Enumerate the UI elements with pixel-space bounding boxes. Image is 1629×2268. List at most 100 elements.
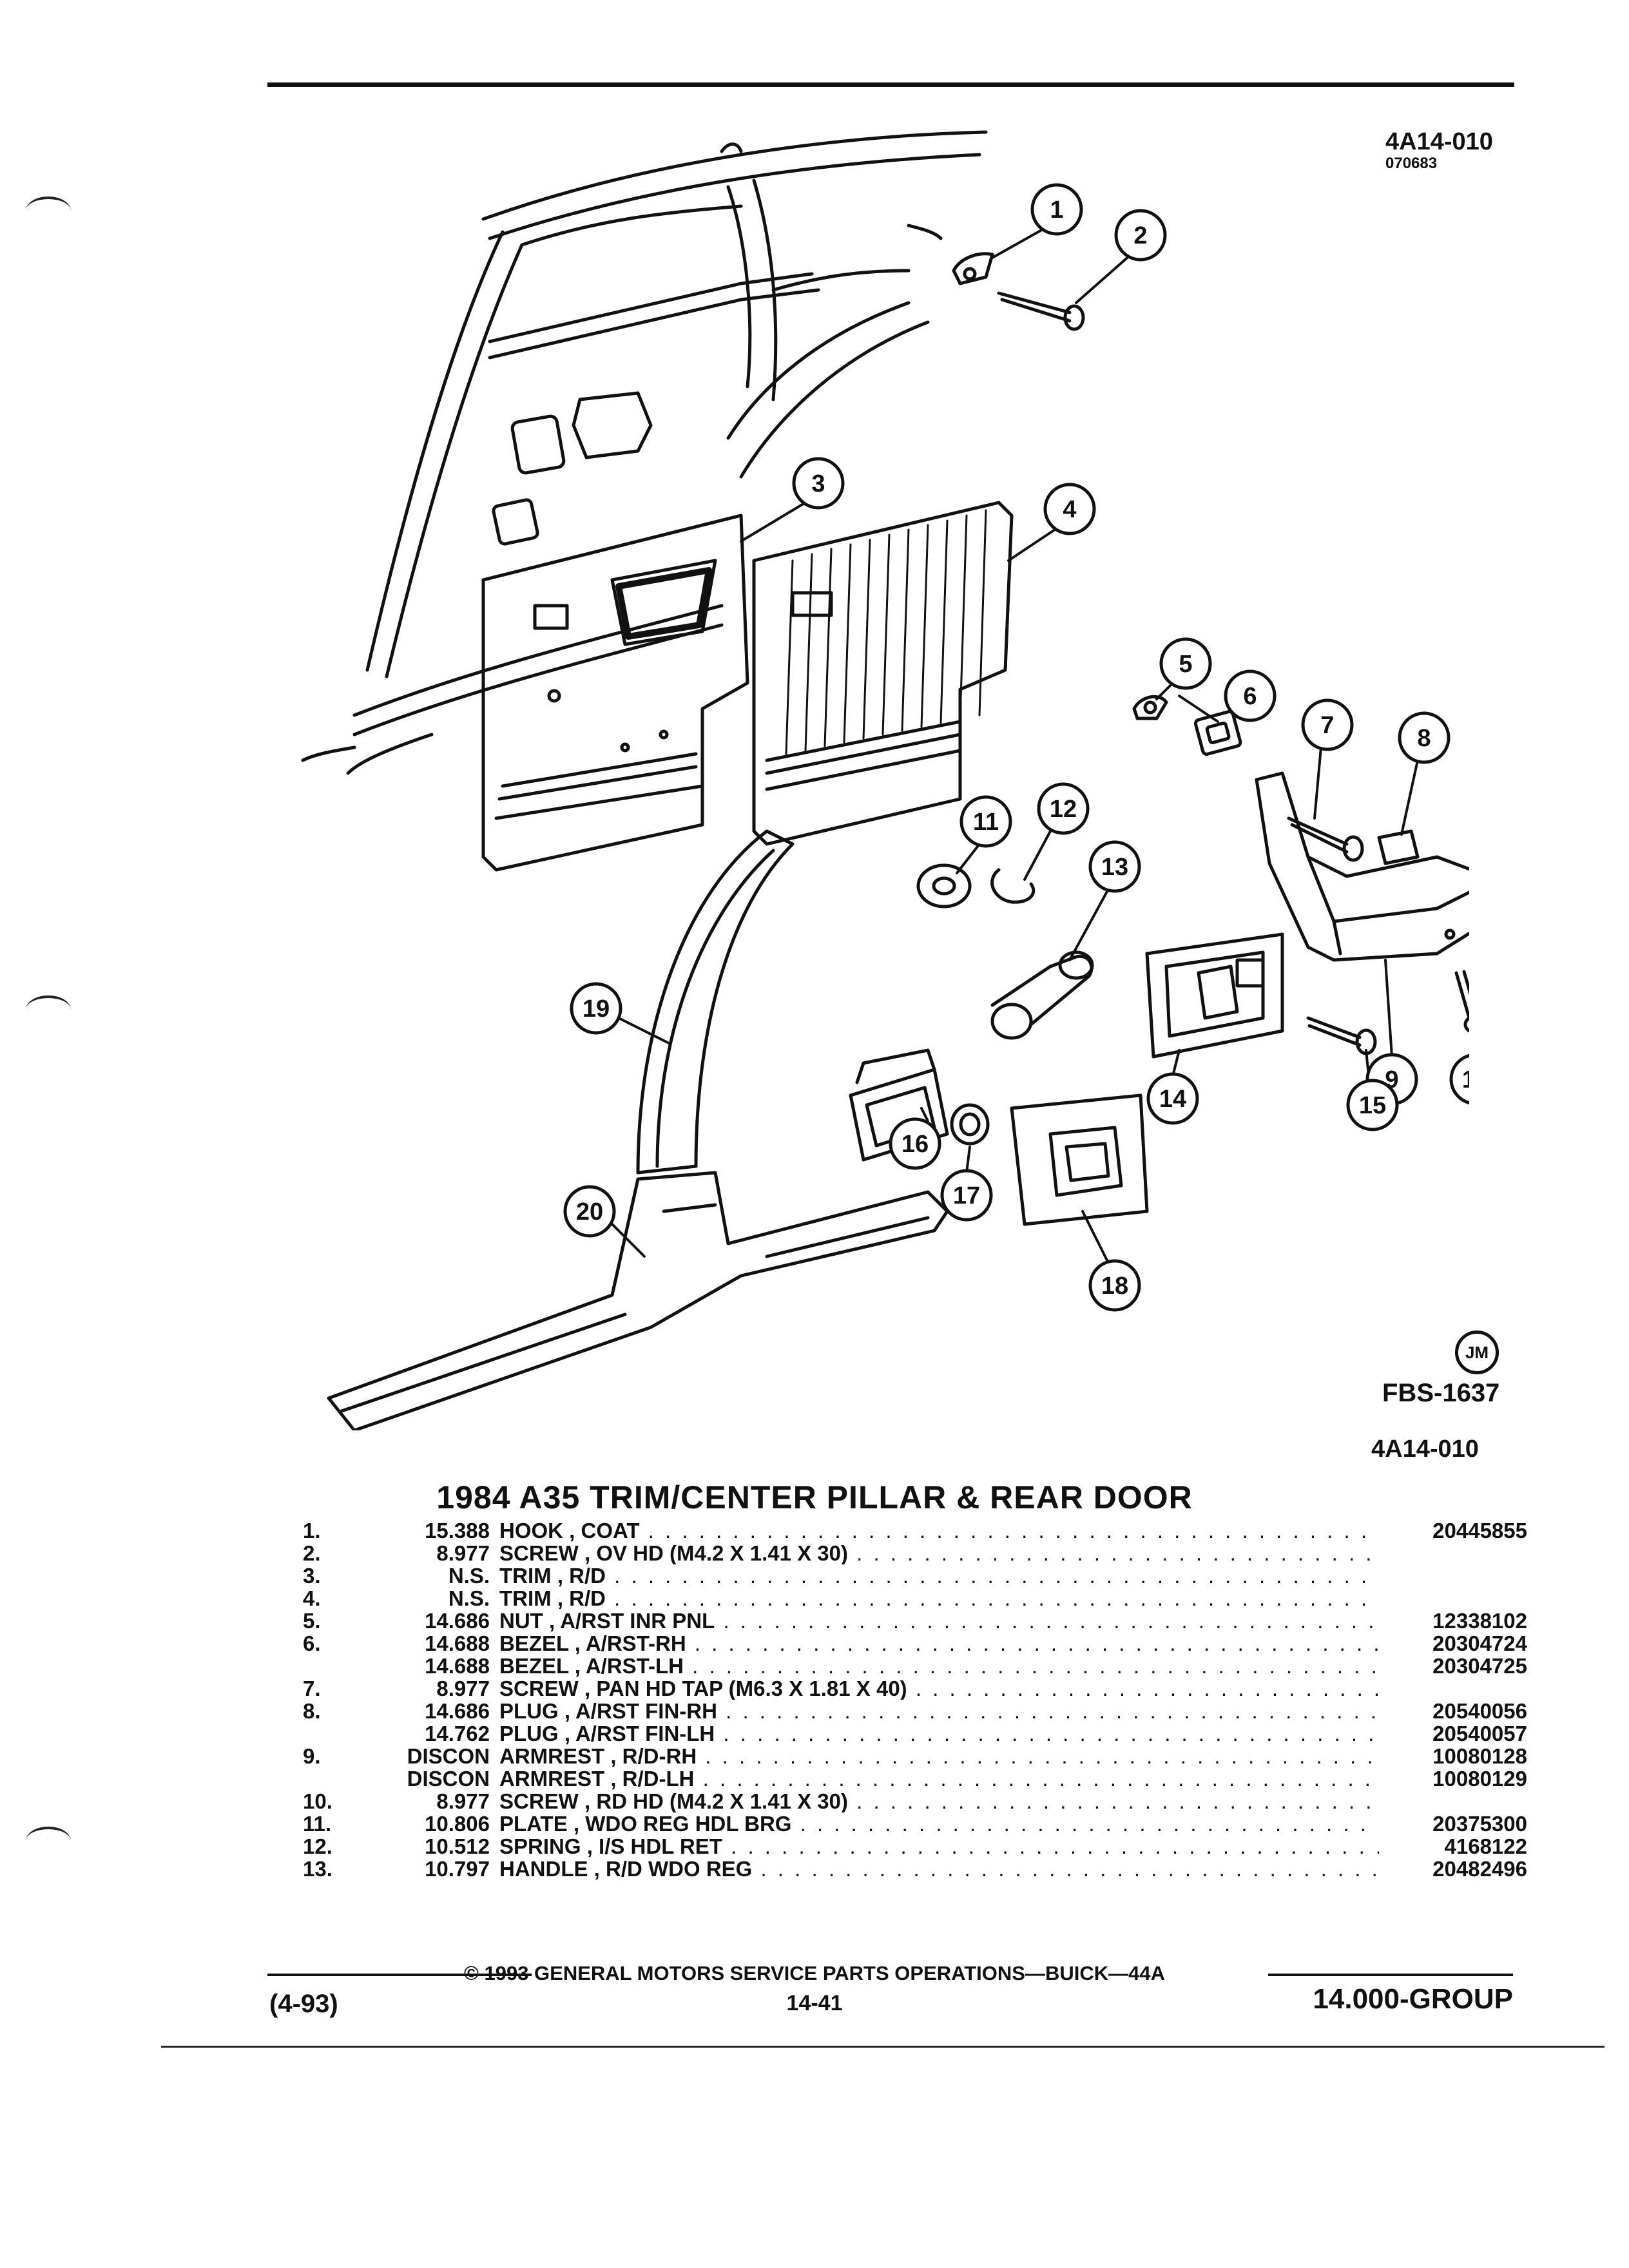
part-description-text: SCREW , RD HD (M4.2 X 1.41 X 30) xyxy=(499,1790,848,1812)
leader-dots: . . . . . . . . . . . . . . . . . . . . … xyxy=(723,1722,1379,1745)
part-description: PLATE , WDO REG HDL BRG . . . . . . . . … xyxy=(499,1812,1379,1835)
group-number: 14.688 xyxy=(425,1654,490,1678)
parts-row: 4. N.S. TRIM , R/D . . . . . . . . . . . .… xyxy=(303,1587,1527,1610)
svg-text:8: 8 xyxy=(1417,725,1431,752)
part-description: NUT , A/RST INR PNL . . . . . . . . . . … xyxy=(499,1610,1379,1632)
leader-dots: . . . . . . . . . . . . . . . . . . . . … xyxy=(614,1587,1379,1610)
scan-mark-1 xyxy=(26,197,71,225)
part-catalog-number: 10080129 xyxy=(1432,1767,1527,1791)
callout-19: 19 xyxy=(570,982,622,1035)
group-number: 14.762 xyxy=(425,1722,490,1745)
part-description-text: PLUG , A/RST FIN-LH xyxy=(499,1722,715,1745)
ref-code: 4A14-010 xyxy=(1385,128,1493,155)
part-description: ARMREST , R/D-LH . . . . . . . . . . . .… xyxy=(499,1767,1379,1790)
callouts: 1 2 3 4 5 6 7 8 9 10 11 12 13 14 15 16 1… xyxy=(563,183,1502,1312)
callout-15: 15 xyxy=(1346,1079,1399,1131)
part-grommet-17 xyxy=(950,1103,990,1146)
callout-7: 7 xyxy=(1301,698,1354,751)
part-description: PLUG , A/RST FIN-LH . . . . . . . . . . … xyxy=(499,1722,1379,1745)
part-description-text: BEZEL , A/RST-LH xyxy=(499,1655,684,1677)
part-description-text: SCREW , PAN HD TAP (M6.3 X 1.81 X 40) xyxy=(499,1677,907,1700)
body-shell xyxy=(301,130,988,775)
footer-rule-left xyxy=(267,1974,532,1976)
leader-dots: . . . . . . . . . . . . . . . . . . . . … xyxy=(705,1745,1379,1767)
part-catalog-number: 10080128 xyxy=(1432,1744,1527,1768)
callout-17: 17 xyxy=(940,1169,993,1222)
page-number: 14-41 xyxy=(786,1991,843,2015)
svg-text:20: 20 xyxy=(576,1198,603,1225)
leader-dots: . . . . . . . . . . . . . . . . . . . . … xyxy=(856,1790,1379,1812)
part-sill-20 xyxy=(327,1171,949,1432)
part-bezel-6 xyxy=(1193,710,1242,756)
ref-code-bottom: 4A14-010 xyxy=(1371,1436,1479,1463)
part-number: 9. xyxy=(303,1744,321,1768)
part-number: 13. xyxy=(303,1857,333,1881)
svg-text:11: 11 xyxy=(973,809,999,836)
scan-mark-3 xyxy=(26,1827,71,1855)
group-number: 8.977 xyxy=(436,1677,490,1700)
callout-13: 13 xyxy=(1088,840,1141,893)
svg-text:16: 16 xyxy=(901,1131,929,1158)
part-description: BEZEL , A/RST-RH . . . . . . . . . . . .… xyxy=(499,1632,1379,1655)
part-description-text: SPRING , I/S HDL RET xyxy=(499,1835,722,1858)
part-description-text: NUT , A/RST INR PNL xyxy=(499,1610,715,1632)
part-description: SPRING , I/S HDL RET . . . . . . . . . .… xyxy=(499,1835,1379,1858)
leader-dots: . . . . . . . . . . . . . . . . . . . . … xyxy=(760,1858,1379,1880)
part-spring-12 xyxy=(990,868,1036,904)
scan-line xyxy=(161,2046,1605,2048)
part-description-text: TRIM , R/D xyxy=(499,1587,606,1610)
part-description: SCREW , PAN HD TAP (M6.3 X 1.81 X 40) . … xyxy=(499,1677,1379,1700)
svg-text:15: 15 xyxy=(1359,1092,1386,1119)
part-screw-2 xyxy=(997,291,1085,331)
leader-dots: . . . . . . . . . . . . . . . . . . . . … xyxy=(731,1835,1379,1858)
part-description-text: PLATE , WDO REG HDL BRG xyxy=(499,1812,792,1835)
group-number: 14.686 xyxy=(425,1699,490,1723)
group-number: N.S. xyxy=(448,1586,490,1610)
part-description: HANDLE , R/D WDO REG . . . . . . . . . .… xyxy=(499,1858,1379,1880)
part-number: 2. xyxy=(303,1541,321,1565)
svg-text:2: 2 xyxy=(1133,222,1147,249)
part-number: 4. xyxy=(303,1586,321,1610)
svg-text:6: 6 xyxy=(1243,683,1257,710)
group-number: 8.977 xyxy=(436,1541,490,1565)
part-catalog-number: 20375300 xyxy=(1432,1812,1527,1836)
part-catalog-number: 4168122 xyxy=(1444,1834,1527,1858)
callout-8: 8 xyxy=(1398,711,1451,764)
part-description-text: ARMREST , R/D-LH xyxy=(499,1767,695,1790)
svg-text:12: 12 xyxy=(1050,796,1077,823)
part-bezel-14 xyxy=(1145,932,1284,1059)
parts-row: 14.762 PLUG , A/RST FIN-LH . . . . . . . … xyxy=(303,1722,1527,1745)
svg-text:13: 13 xyxy=(1101,854,1128,881)
group-number: DISCON xyxy=(407,1744,490,1768)
part-description: SCREW , OV HD (M4.2 X 1.41 X 30) . . . .… xyxy=(499,1542,1379,1564)
svg-text:5: 5 xyxy=(1179,651,1192,678)
footer-group: 14.000-GROUP xyxy=(1313,1983,1513,2015)
header-ref: 4A14-010 070683 xyxy=(1385,129,1493,173)
part-catalog-number: 20304725 xyxy=(1432,1654,1527,1678)
part-number: 11. xyxy=(303,1812,332,1836)
parts-row: 13. 10.797 HANDLE , R/D WDO REG . . . . . … xyxy=(303,1858,1527,1880)
leader-dots: . . . . . . . . . . . . . . . . . . . . … xyxy=(648,1519,1379,1542)
page-title: 1984 A35 TRIM/CENTER PILLAR & REAR DOOR xyxy=(436,1479,1193,1515)
leader-dots: . . . . . . . . . . . . . . . . . . . . … xyxy=(723,1610,1379,1632)
part-number: 10. xyxy=(303,1789,333,1813)
part-handle-13 xyxy=(990,950,1094,1040)
part-number: 5. xyxy=(303,1609,321,1633)
part-pillar-19 xyxy=(636,829,795,1175)
group-number: 10.797 xyxy=(425,1857,490,1881)
part-description: HOOK , COAT . . . . . . . . . . . . . . … xyxy=(499,1519,1379,1542)
leader-dots: . . . . . . . . . . . . . . . . . . . . … xyxy=(856,1542,1379,1564)
jm-stamp: JM xyxy=(1455,1331,1499,1374)
part-bezel-18 xyxy=(1010,1093,1149,1226)
group-number: 14.688 xyxy=(425,1631,490,1655)
svg-text:1: 1 xyxy=(1050,197,1063,224)
scan-mark-2 xyxy=(26,995,71,1024)
leader-dots: . . . . . . . . . . . . . . . . . . . . … xyxy=(702,1767,1379,1790)
part-number: 3. xyxy=(303,1564,321,1588)
